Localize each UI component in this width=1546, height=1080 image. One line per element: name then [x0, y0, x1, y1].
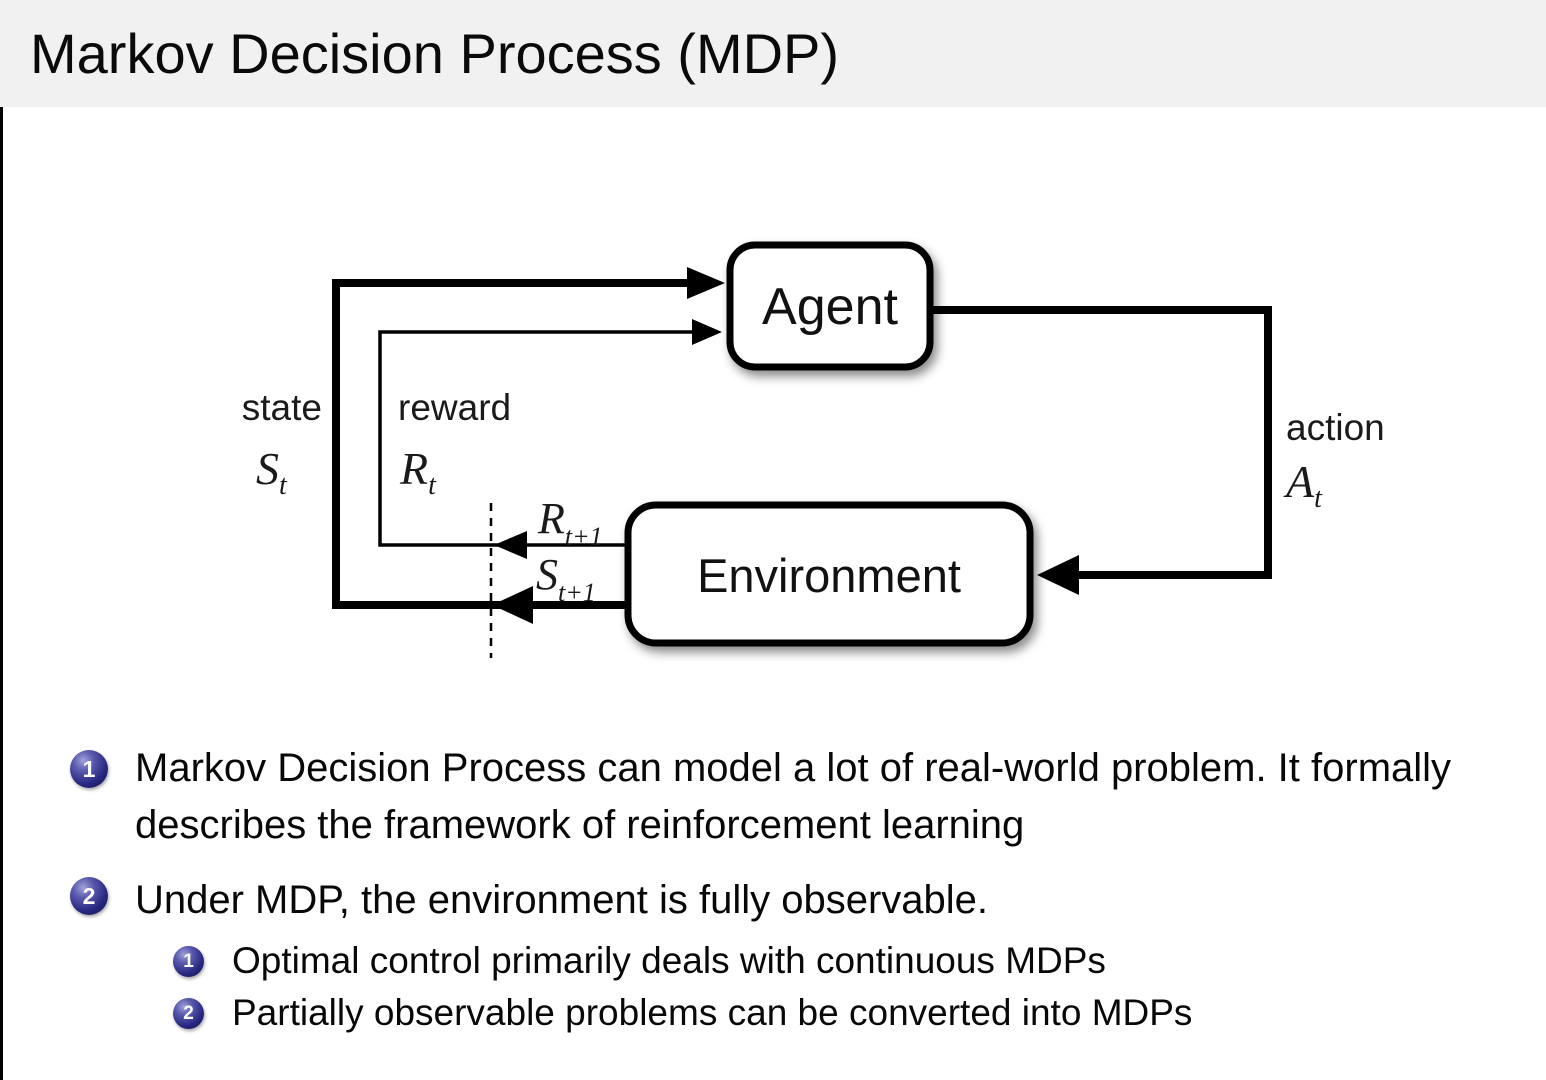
state-word-label: state [242, 387, 322, 428]
state-arrowhead-into-agent-icon [687, 267, 725, 299]
action-subscript: t [1314, 483, 1323, 514]
list-item: Markov Decision Process can model a lot … [135, 746, 1452, 847]
action-wire [930, 306, 1272, 579]
action-arrowhead-into-environment-icon [1037, 555, 1079, 595]
reward-word-label: reward [398, 387, 511, 428]
state-subscript: t [279, 470, 288, 501]
enumerate-ball-2: 2 [70, 877, 108, 915]
window-edge-left [0, 0, 3, 1080]
state-wire [332, 279, 702, 609]
action-word-label: action [1286, 407, 1385, 448]
reward-arrowhead-into-agent-icon [692, 319, 722, 345]
next-reward-symbol: R [537, 494, 565, 543]
reward-symbol: R [399, 443, 428, 494]
next-reward-arrowhead-icon [494, 531, 527, 559]
next-reward-subscript: t+1 [565, 522, 603, 551]
list-sub-item: Partially observable problems can be con… [232, 992, 1193, 1033]
next-state-subscript: t+1 [558, 578, 596, 607]
reward-subscript: t [428, 470, 437, 501]
agent-box [726, 241, 934, 371]
enumerate-ball-number: 2 [82, 882, 96, 909]
state-symbol-label: St [256, 443, 288, 501]
action-symbol: A [1283, 456, 1315, 507]
enumerate-ball-1: 1 [70, 750, 108, 788]
enumerate-ball-2-1: 1 [173, 946, 204, 977]
agent-label: Agent [762, 278, 898, 336]
enumerate-ball-number: 1 [183, 950, 194, 972]
environment-box [624, 501, 1034, 647]
list-sub-item: Optimal control primarily deals with con… [232, 940, 1106, 981]
next-reward-label: Rt+1 [537, 494, 603, 551]
enumerate-ball-number: 1 [82, 755, 96, 782]
enumerate-ball-number: 2 [183, 1002, 194, 1024]
next-state-arrowhead-icon [492, 586, 533, 624]
title-bar: Markov Decision Process (MDP) [0, 0, 1546, 107]
environment-label: Environment [697, 549, 961, 602]
action-symbol-label: At [1283, 456, 1323, 514]
page-title: Markov Decision Process (MDP) [30, 21, 840, 85]
reward-symbol-label: Rt [399, 443, 437, 501]
state-symbol: S [256, 443, 279, 494]
next-state-label: St+1 [536, 550, 596, 607]
enumerate-ball-2-2: 2 [173, 998, 204, 1029]
next-state-symbol: S [536, 550, 558, 599]
list-item: Under MDP, the environment is fully obse… [135, 878, 989, 922]
